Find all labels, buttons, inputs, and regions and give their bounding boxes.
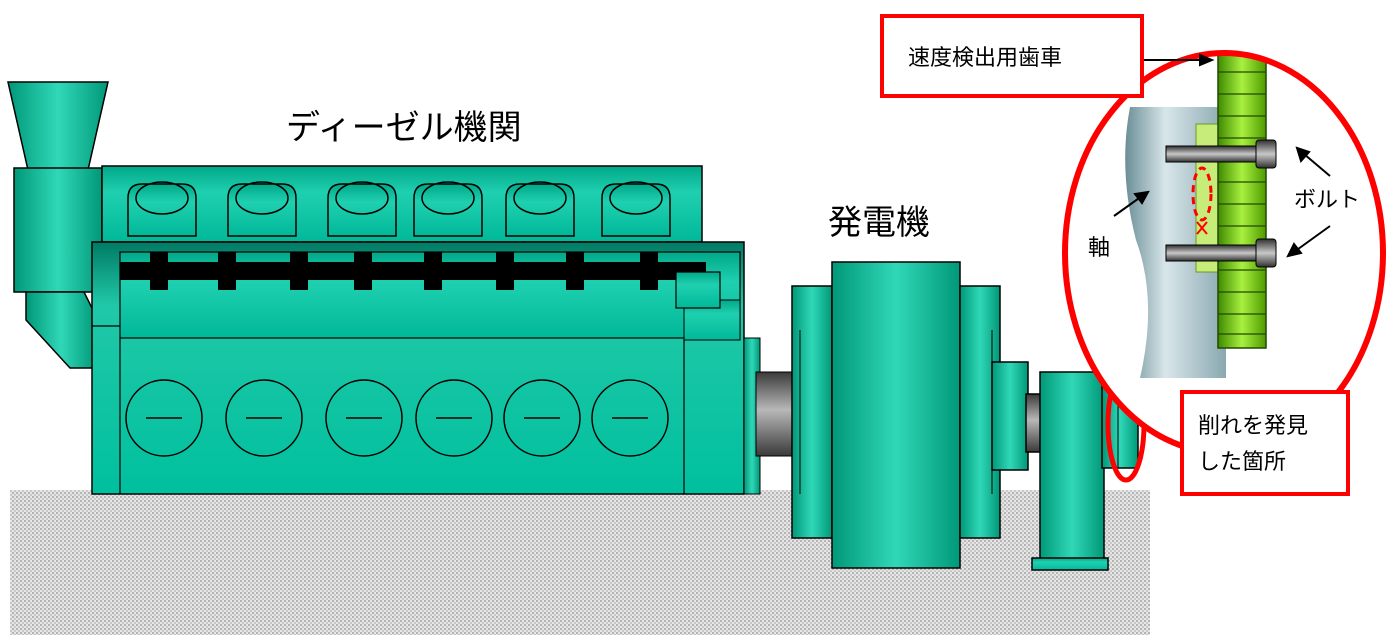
speed-detection-gear — [1217, 53, 1267, 349]
drive-shaft — [755, 371, 799, 457]
bolts — [1165, 139, 1277, 268]
hopper — [7, 81, 109, 171]
shaft-label: 軸 — [1088, 236, 1111, 261]
valve-covers — [127, 181, 671, 237]
engine-label: ディーゼル機関 — [286, 108, 522, 148]
wear-label-line1: 削れを発見 — [1198, 414, 1309, 439]
inspection-covers — [125, 379, 669, 457]
diesel-engine — [7, 81, 745, 495]
speed-gear-label: 速度検出用歯車 — [908, 46, 1063, 71]
wear-location-callout: 削れを発見 した箇所 — [1180, 390, 1350, 496]
intake-block — [13, 167, 103, 293]
wear-detail-marker — [1191, 166, 1213, 222]
bolt-label: ボルト — [1294, 188, 1361, 213]
speed-gear-callout: 速度検出用歯車 — [880, 14, 1144, 98]
generator — [791, 261, 1139, 571]
fuel-rail — [120, 252, 706, 290]
generator-label: 発電機 — [828, 203, 930, 243]
wear-label-line2: した箇所 — [1198, 450, 1287, 475]
annotation-arrows — [1113, 53, 1331, 258]
